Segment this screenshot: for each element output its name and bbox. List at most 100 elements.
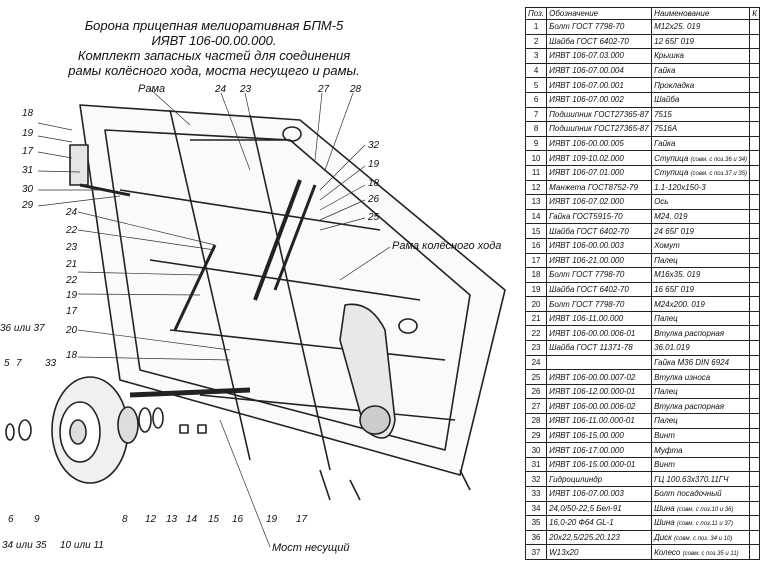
callout-right-col: 18 bbox=[368, 178, 380, 189]
part-name: Ступица bbox=[654, 168, 689, 178]
part-name: Винт bbox=[654, 430, 675, 440]
callout-bottom-row: 13 bbox=[166, 514, 178, 525]
table-cell: ИЯВТ 106-00.00.005 bbox=[546, 135, 653, 152]
table-cell bbox=[749, 223, 760, 239]
table-cell bbox=[749, 281, 760, 298]
callout-bottom-row: 14 bbox=[186, 514, 198, 525]
part-name: Колесо bbox=[654, 547, 681, 557]
table-cell: ИЯВТ 106-15.00.000-01 bbox=[546, 456, 653, 473]
label-most-nesushchiy: Мост несущий bbox=[272, 542, 350, 554]
table-cell: 28 bbox=[524, 413, 548, 429]
table-cell: Манжета ГОСТ8752-79 bbox=[546, 179, 653, 196]
table-cell: 33 bbox=[524, 486, 548, 502]
table-cell bbox=[749, 208, 760, 225]
part-note: (совм. с поз. 34 и 10) bbox=[674, 536, 733, 543]
table-cell: Болт ГОСТ 7798-70 bbox=[546, 267, 653, 283]
part-name: Шина bbox=[654, 503, 675, 513]
table-cell: Колесо (совм. с поз.35 и 11) bbox=[651, 544, 751, 560]
table-cell: Втулка распорная bbox=[651, 325, 751, 342]
table-cell: ИЯВТ 109-10.02.000 bbox=[546, 150, 653, 166]
part-name: Гайка bbox=[654, 139, 676, 149]
callout-bottom-row: 12 bbox=[145, 514, 157, 525]
table-cell: Шайба ГОСТ 6402-70 bbox=[546, 281, 653, 298]
table-cell bbox=[749, 427, 760, 444]
table-cell: ИЯВТ 106-07.02.000 bbox=[546, 194, 653, 210]
part-name: 24 65Г 019 bbox=[654, 226, 695, 236]
table-cell: Гидроцилиндр bbox=[546, 471, 653, 487]
table-cell: 22 bbox=[524, 325, 548, 342]
table-cell: 36 bbox=[524, 529, 548, 546]
table-cell: Шайба ГОСТ 6402-70 bbox=[546, 33, 653, 50]
table-cell: 36.01.019 bbox=[651, 340, 751, 356]
table-cell: Подшипник ГОСТ27365-87 bbox=[546, 106, 653, 123]
table-cell: 7515 bbox=[651, 106, 751, 123]
callout-left-col: 29 bbox=[22, 200, 34, 211]
table-cell: Палец bbox=[651, 252, 751, 269]
part-name: Втулка распорная bbox=[654, 401, 725, 411]
table-cell bbox=[749, 296, 760, 312]
table-cell: 6 bbox=[524, 91, 548, 108]
table-cell: ИЯВТ 106-07.00.001 bbox=[546, 77, 653, 93]
table-cell: 7516А bbox=[651, 121, 751, 137]
part-name: Крышка bbox=[654, 51, 684, 61]
table-cell bbox=[749, 486, 760, 502]
table-cell: 21 bbox=[524, 310, 548, 327]
frame-beam-left bbox=[79, 104, 506, 476]
callout-left-col: 31 bbox=[22, 165, 34, 176]
table-cell: Диск (совм. с поз. 34 и 10) bbox=[651, 529, 751, 546]
table-cell bbox=[749, 62, 760, 79]
part-name: Винт bbox=[654, 460, 675, 470]
table-cell: ГЦ 100.63х370.11ГЧ bbox=[651, 471, 751, 487]
table-cell: 9 bbox=[524, 135, 548, 152]
callout-left-col: 18 bbox=[22, 108, 34, 119]
table-cell: ИЯВТ 106-17.00.000 bbox=[546, 442, 653, 458]
part-name: Палец bbox=[654, 255, 678, 265]
table-cell: 19 bbox=[524, 281, 548, 298]
part-name: 7516А bbox=[654, 124, 678, 134]
table-cell: Палец bbox=[651, 383, 751, 400]
table-cell: ИЯВТ 106-15.00.000 bbox=[546, 427, 653, 444]
table-cell bbox=[749, 106, 760, 123]
table-cell: Ступица (совм. с поз.36 и 34) bbox=[651, 150, 751, 166]
table-cell: ИЯВТ 106-07.00.004 bbox=[546, 62, 653, 79]
table-cell bbox=[749, 121, 760, 137]
table-cell: Муфта bbox=[651, 442, 751, 458]
table-cell bbox=[749, 150, 760, 166]
title-line-1: Борона прицепная мелиоративная БПМ-5 bbox=[84, 18, 344, 33]
callout-right-col: 19 bbox=[368, 159, 380, 170]
callout-left-small: 5 bbox=[4, 358, 10, 369]
part-name: 7515 bbox=[654, 109, 672, 119]
part-name: Прокладка bbox=[654, 80, 695, 90]
table-cell: 26 bbox=[524, 383, 548, 400]
table-cell: ИЯВТ 106-07.00.002 bbox=[546, 91, 653, 108]
callout-bottom-row: 9 bbox=[34, 514, 40, 525]
callout-top-row: 27 bbox=[318, 84, 330, 95]
table-cell: 20х22,5/225.20.123 bbox=[546, 529, 653, 546]
table-cell: Винт bbox=[651, 456, 751, 473]
label-36-37: 36 или 37 bbox=[0, 323, 45, 334]
table-cell: Болт посадочный bbox=[651, 486, 751, 502]
table-cell: 7 bbox=[524, 106, 548, 123]
table-cell: 30 bbox=[524, 442, 548, 458]
table-cell: 14 bbox=[524, 208, 548, 225]
table-cell bbox=[749, 340, 760, 356]
table-cell: М16х35. 019 bbox=[651, 267, 751, 283]
table-cell: Шина (совм. с поз.10 и 36) bbox=[651, 500, 751, 517]
table-cell: ИЯВТ 106-21.00.000 bbox=[546, 252, 653, 269]
table-cell: Винт bbox=[651, 427, 751, 444]
callout-bottom-row: 15 bbox=[208, 514, 220, 525]
